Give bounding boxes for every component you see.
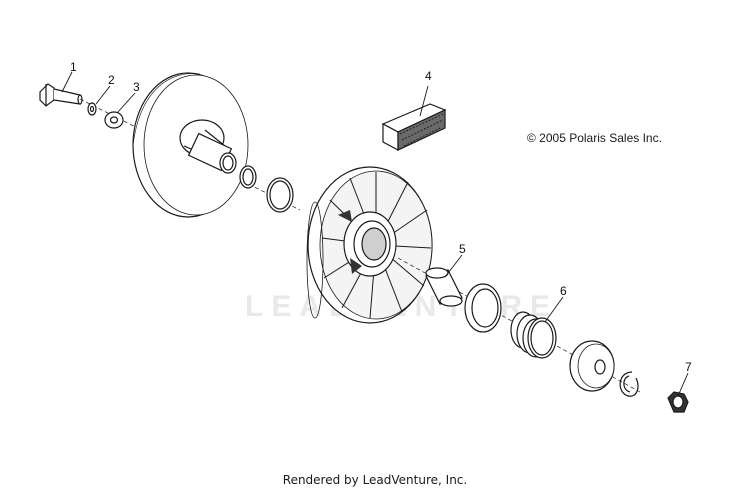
callout-5: 5 (459, 242, 466, 256)
part-movable-sheave[interactable] (306, 166, 641, 393)
part-stationary-sheave[interactable] (132, 72, 249, 218)
callout-2: 2 (108, 73, 115, 87)
part-spring-seat[interactable] (464, 283, 502, 333)
copyright-notice: © 2005 Polaris Sales Inc. (527, 131, 662, 145)
part-seal-ring[interactable] (239, 165, 257, 189)
part-spring-cover[interactable] (569, 340, 615, 392)
callout-7: 7 (685, 360, 692, 374)
part-nut[interactable] (667, 391, 689, 413)
part-o-ring[interactable] (266, 177, 294, 213)
part-bushing[interactable] (425, 267, 463, 307)
part-weight-block[interactable] (381, 103, 447, 151)
callout-4: 4 (425, 69, 432, 83)
footer-credit: Rendered by LeadVenture, Inc. (282, 473, 468, 487)
part-spring[interactable] (510, 311, 557, 359)
part-snap-ring[interactable] (619, 371, 639, 397)
part-lock-washer[interactable] (87, 102, 97, 116)
callout-3: 3 (133, 80, 140, 94)
callout-6: 6 (560, 284, 567, 298)
part-bolt[interactable] (39, 83, 301, 211)
callout-1: 1 (70, 60, 77, 74)
part-flat-washer[interactable] (104, 111, 124, 129)
